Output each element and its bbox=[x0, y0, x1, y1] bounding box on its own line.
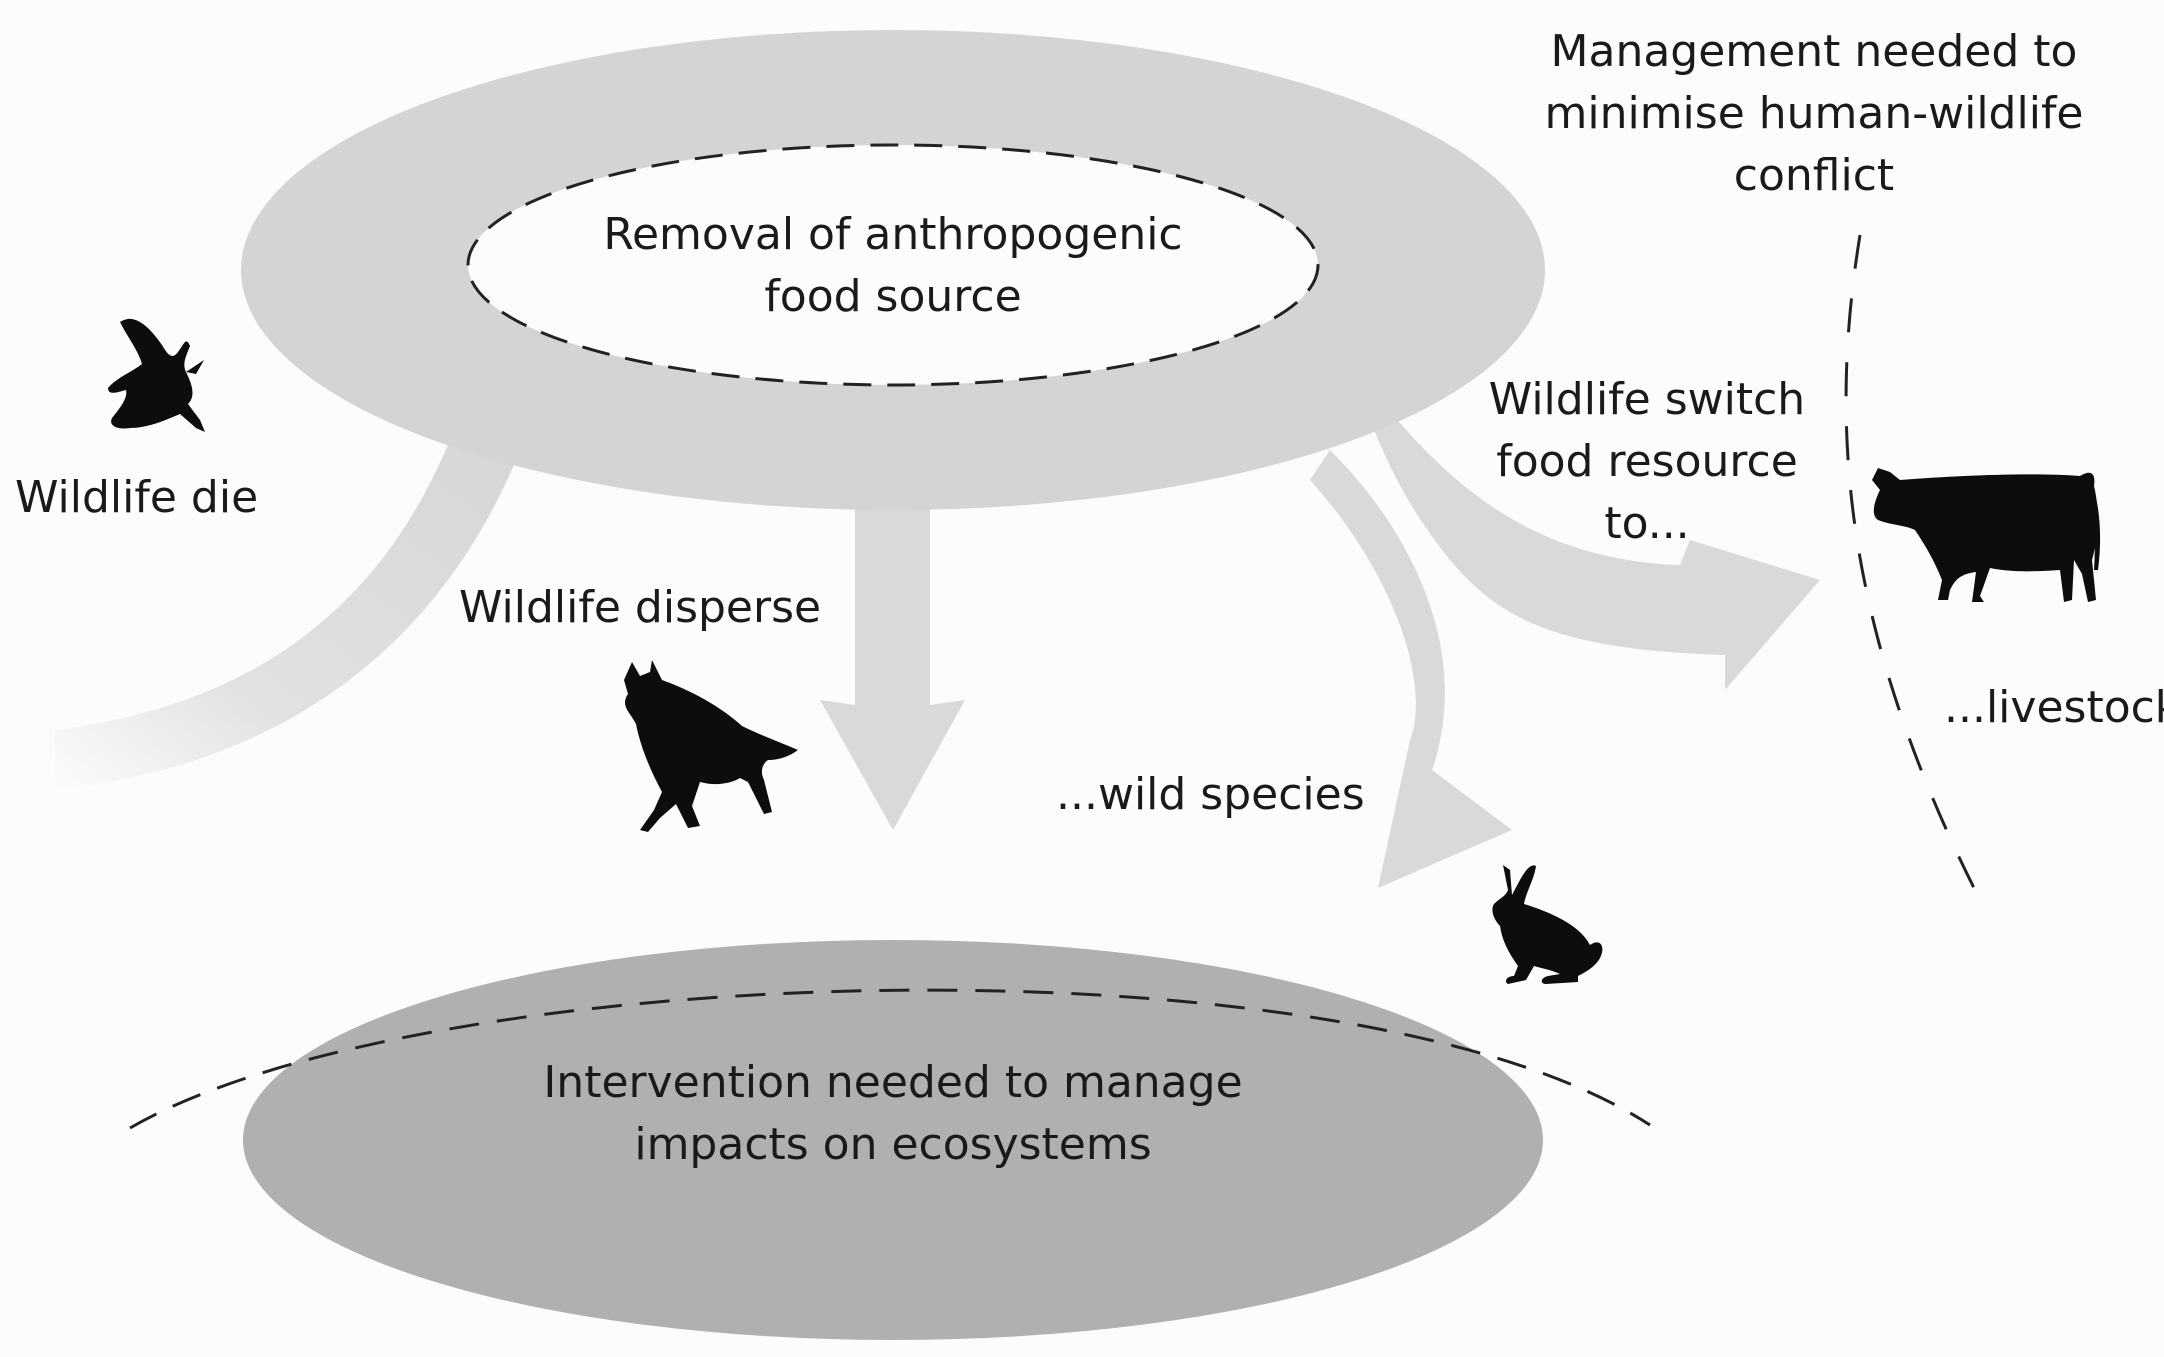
cow-icon bbox=[1872, 468, 2101, 602]
management-dashed-line bbox=[1844, 234, 1977, 891]
intervention-label: Intervention needed to manage impacts on… bbox=[543, 1057, 1243, 1170]
wild-species-arrow bbox=[1310, 450, 1512, 888]
livestock-label: ...livestock bbox=[1944, 682, 2164, 733]
intervention-ellipse bbox=[243, 940, 1543, 1340]
wildlife-switch-label: Wildlife switch food resource to... bbox=[1488, 374, 1806, 549]
disperse-arrow bbox=[820, 490, 965, 830]
wild-species-label: ...wild species bbox=[1056, 769, 1365, 820]
removal-inner-ellipse bbox=[466, 143, 1320, 387]
rabbit-icon bbox=[1492, 865, 1603, 984]
livestock-arrow bbox=[1370, 400, 1820, 690]
management-label: Management needed to minimise human-wild… bbox=[1544, 26, 2084, 201]
intervention-dashed-arc bbox=[129, 988, 1651, 1130]
fox-icon bbox=[624, 660, 798, 832]
wildlife-disperse-label: Wildlife disperse bbox=[459, 582, 822, 633]
wildlife-die-label: Wildlife die bbox=[15, 472, 259, 523]
wildlife-die-arrow bbox=[55, 440, 520, 790]
removal-label: Removal of anthropogenic food source bbox=[603, 209, 1183, 322]
bird-icon bbox=[108, 318, 205, 432]
